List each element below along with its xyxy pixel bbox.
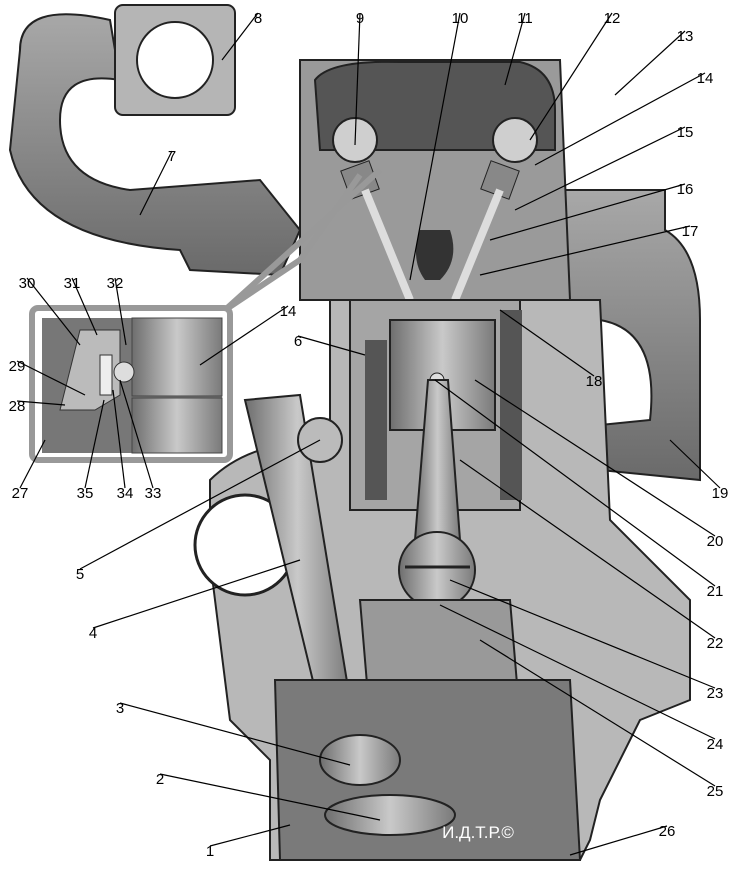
leader-line [479, 225, 691, 276]
part-label-32: 32 [107, 275, 124, 292]
leader-line [199, 305, 289, 366]
leader-line [16, 360, 86, 396]
part-label-21: 21 [707, 583, 724, 600]
leader-line [479, 639, 716, 787]
part-label-19: 19 [712, 485, 729, 502]
part-label-17: 17 [682, 223, 699, 240]
part-label-3: 3 [116, 700, 124, 717]
leader-line [474, 379, 716, 537]
part-label-13: 13 [677, 28, 694, 45]
leader-line [504, 12, 526, 86]
leader-line [489, 183, 686, 241]
intake-manifold [8, 13, 302, 277]
part-label-27: 27 [12, 485, 29, 502]
leader-line [434, 379, 716, 587]
part-label-25: 25 [707, 783, 724, 800]
valve-cover [313, 60, 556, 151]
part-label-33: 33 [145, 485, 162, 502]
leader-line [297, 335, 366, 356]
leader-line [354, 12, 361, 146]
leader-line [439, 604, 716, 740]
part-label-9: 9 [356, 10, 364, 27]
part-label-5: 5 [76, 566, 84, 583]
part-label-10: 10 [452, 10, 469, 27]
leader-line [92, 559, 301, 629]
part-label-2: 2 [156, 771, 164, 788]
leader-line [84, 399, 105, 489]
leader-line [409, 12, 461, 281]
leader-line [139, 150, 173, 216]
leader-line [112, 389, 126, 489]
part-label-28: 28 [9, 398, 26, 415]
crankshaft [398, 531, 476, 609]
leader-line [669, 439, 721, 489]
leader-line [71, 277, 98, 336]
leader-line [16, 400, 66, 406]
leader-line [514, 126, 686, 211]
part-label-8: 8 [254, 10, 262, 27]
part-label-24: 24 [707, 736, 724, 753]
part-label-20: 20 [707, 533, 724, 550]
part-label-1: 1 [206, 843, 214, 860]
part-label-16: 16 [677, 181, 694, 198]
part-label-30: 30 [19, 275, 36, 292]
leader-line [19, 439, 46, 489]
watermark: И.Д.Т.Р.© [442, 823, 514, 842]
leader-line [449, 579, 716, 689]
leader-line [534, 72, 706, 166]
leader-line [569, 825, 668, 856]
leader-line [159, 773, 381, 821]
part-label-34: 34 [117, 485, 134, 502]
part-label-12: 12 [604, 10, 621, 27]
oil-sump [273, 679, 582, 861]
part-label-23: 23 [707, 685, 724, 702]
inset-part-label-14: 14 [280, 303, 297, 320]
part-label-18: 18 [586, 373, 603, 390]
part-label-29: 29 [9, 358, 26, 375]
camshaft-exhaust [492, 117, 538, 163]
leader-line [114, 277, 127, 346]
leader-line [614, 30, 686, 96]
part-label-15: 15 [677, 124, 694, 141]
leader-line [221, 12, 259, 61]
leader-line [529, 12, 613, 141]
leader-line [119, 702, 351, 766]
leader-line [459, 459, 716, 639]
part-label-22: 22 [707, 635, 724, 652]
part-label-4: 4 [89, 625, 97, 642]
part-label-14: 14 [697, 70, 714, 87]
part-label-26: 26 [659, 823, 676, 840]
leader-line [79, 439, 321, 570]
part-label-35: 35 [77, 485, 94, 502]
oil-pump [319, 734, 401, 786]
oil-strainer [324, 794, 456, 836]
part-label-7: 7 [168, 148, 176, 165]
leader-line [499, 309, 595, 377]
part-label-11: 11 [517, 10, 533, 27]
leader-line [209, 824, 291, 847]
part-label-31: 31 [64, 275, 81, 292]
leader-line [26, 277, 81, 346]
leader-line [119, 379, 154, 489]
part-label-6: 6 [294, 333, 302, 350]
